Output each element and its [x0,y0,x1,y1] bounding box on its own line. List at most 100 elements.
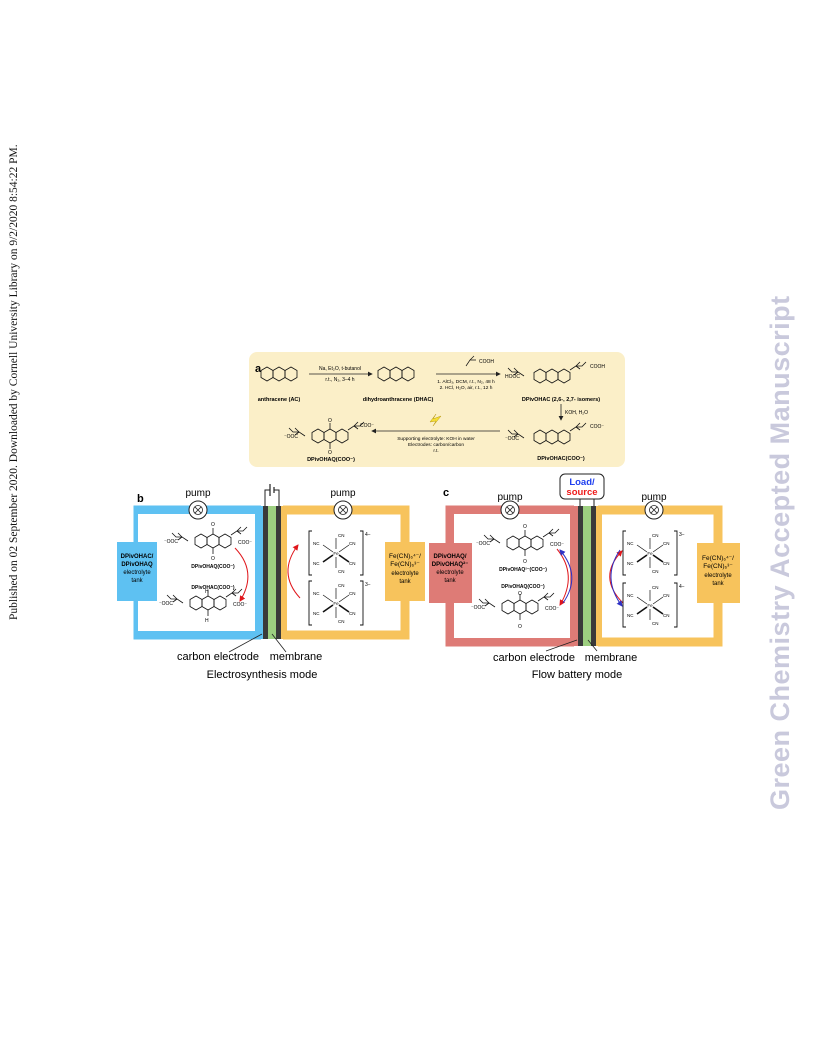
panel-b-left-electrode [263,506,268,639]
panel-c-ferricyanide-top: Fe CN CN NC NC CN CN 3− [622,530,685,576]
step2-line1: 1. AlCl₃, DCM, r.t., N₂, 48 h [437,379,495,385]
svg-text:CN: CN [349,591,356,596]
svg-text:O: O [518,591,522,597]
svg-text:CN: CN [663,593,670,598]
svg-text:CN: CN [652,533,659,538]
svg-text:⁻OOC: ⁻OOC [164,539,178,545]
compound-dpivohaq-coo: DPivOHAQ(COO⁻) [307,457,355,463]
svg-text:NC: NC [313,541,320,546]
panel-b-right-tank [385,542,425,601]
panel-c-load-source-box [559,473,605,500]
panel-b-left-tank [117,542,157,601]
svg-text:O: O [211,556,215,562]
svg-text:COO⁻: COO⁻ [233,602,247,608]
svg-text:CN: CN [338,533,345,538]
svg-text:⁻OOC: ⁻OOC [505,436,519,442]
svg-text:O: O [523,524,527,530]
svg-text:CN: CN [338,583,345,588]
svg-text:⁻OOC: ⁻OOC [284,434,298,440]
svg-text:COO⁻: COO⁻ [360,423,374,429]
step4-line2: Electrodes: carbon/carbon [408,442,464,448]
panel-c-callout-lines [545,639,598,652]
svg-text:O: O [211,522,215,528]
panel-c-mol-bottom: DPivOHAQ(COO⁻) [501,584,545,590]
panel-b-mol-top: DPivOHAQ(COO⁻) [191,564,235,570]
lightning-icon [429,413,442,427]
panel-b-membrane-label: membrane [270,651,323,663]
panel-c-charge-arrow-right [609,550,624,604]
svg-text:H: H [205,589,209,595]
panel-c-discharge-arrow-right [610,549,623,607]
svg-text:Fe: Fe [333,551,339,556]
panel-c-left-tank-line1: DPivOHAQ/ [433,554,466,560]
panel-b-left-tank-line2: DPivOHAQ [121,562,153,568]
panel-c-mode-label: Flow battery mode [532,669,622,681]
svg-text:⁻OOC: ⁻OOC [476,541,490,547]
panel-b-callout-lines [228,633,287,653]
svg-text:O: O [328,450,332,456]
panel-b-membrane [268,506,276,639]
svg-text:CN: CN [663,613,670,618]
panel-a-label: a [255,363,262,375]
svg-text:COO⁻: COO⁻ [550,542,564,548]
panel-c-electrode-label: carbon electrode [493,652,575,664]
panel-b-reduction-arrow [234,547,249,602]
panel-c-left-tank-line3: electrolyte [436,570,464,576]
panel-c-membrane [583,506,591,646]
panel-b-dihydro-structure: ⁻OOC H H COO⁻ [159,588,247,624]
panel-b-right-pump-label: pump [330,488,355,499]
svg-text:CN: CN [338,569,345,574]
svg-text:⁻OOC: ⁻OOC [471,605,485,611]
panel-c-ferrocyanide-bottom: Fe CN CN NC NC CN CN 4− [622,582,685,628]
step2-reagent: COOH [479,359,494,365]
svg-text:Fe: Fe [647,603,653,608]
panel-b-left-tank-line4: tank [131,578,143,584]
panel-c-right-electrode [591,506,596,646]
svg-text:⁻OOC: ⁻OOC [159,601,173,607]
svg-text:COO⁻: COO⁻ [545,606,559,612]
svg-text:NC: NC [627,561,634,566]
svg-text:4−: 4− [365,532,371,538]
panel-a-background [249,352,625,467]
svg-text:Fe: Fe [647,551,653,556]
panel-b-oxidation-arrow [287,544,301,599]
svg-text:O: O [523,559,527,565]
svg-text:NC: NC [627,593,634,598]
svg-text:O: O [518,624,522,630]
dpivohac-coo-structure: ⁻OOC COO⁻ [505,422,604,444]
panel-c-left-tank-line4: tank [444,578,456,584]
panel-c-left-electrode [578,506,583,646]
svg-text:CN: CN [652,621,659,626]
acid-reagent-structure [465,355,476,367]
svg-text:3−: 3− [365,582,371,588]
step1-conditions: r.t., N₂, 3–4 h [325,377,354,383]
panel-c-posolyte-loop [596,505,723,647]
svg-text:CN: CN [338,619,345,624]
panel-c-right-tank-line4: tank [712,581,724,587]
panel-b-label: b [137,493,144,505]
panel-c-right-tank [697,543,740,603]
panel-c-load-label: Load/ [569,477,595,488]
panel-c-left-tank-line2: DPivOHAQ²⁻ [432,561,469,568]
panel-b-ferrocyanide-top: Fe CN CN NC NC CN CN 4− [308,530,371,576]
panel-c-right-tank-line1: Fe(CN)₆⁴⁻/ [702,555,734,562]
svg-text:3−: 3− [679,532,685,538]
svg-text:NC: NC [627,613,634,618]
step3-reagents: KOH, H₂O [565,410,588,416]
svg-text:CN: CN [349,541,356,546]
panel-b-negolyte-loop [133,505,263,640]
panel-c-left-tank [429,543,472,603]
panel-c-quinone-structure: ⁻OOC O O COO⁻ [471,591,559,630]
svg-text:HOOC: HOOC [505,374,520,380]
compound-dpivohac-coo: DPivOHAC(COO⁻) [537,456,585,462]
step4-line3: r.t. [433,448,438,454]
panel-c-quinone-dianion-structure: ⁻OOC O O COO⁻ [476,524,564,565]
svg-text:NC: NC [313,611,320,616]
panel-c-mol-top: DPivOHAQ²⁻(COO⁻) [499,567,547,573]
svg-text:COOH: COOH [590,364,605,370]
svg-text:4−: 4− [679,584,685,590]
panel-c-right-tank-line3: electrolyte [704,573,732,579]
compound-dpivohac: DPivOHAC (2,6-, 2,7- isomers) [522,397,600,403]
svg-text:CN: CN [663,561,670,566]
panel-b-ferricyanide-bottom: Fe CN CN NC NC CN CN 3− [308,580,371,626]
